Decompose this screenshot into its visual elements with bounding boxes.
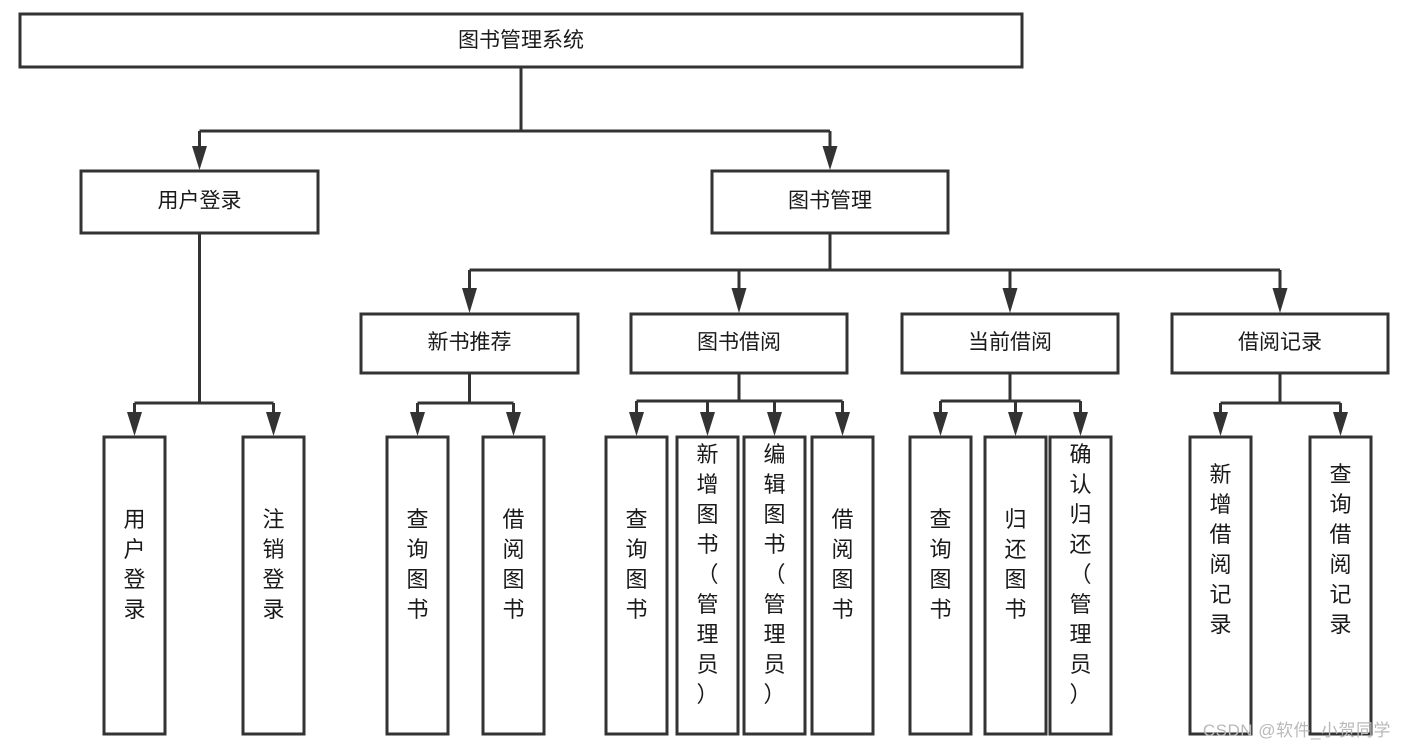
- leaf-node[interactable]: 新增借阅记录: [1188, 435, 1253, 736]
- node-book-borrow-label: 图书借阅: [697, 331, 781, 354]
- leaf-node[interactable]: 查询图书: [604, 435, 669, 736]
- leaf-label: 注销登录: [262, 507, 284, 622]
- node-root-label: 图书管理系统: [458, 29, 584, 52]
- leaf-box: [481, 435, 546, 736]
- leaf-label: 查询借阅记录: [1329, 462, 1351, 637]
- leaf-box: [241, 435, 306, 736]
- leaf-box: [385, 435, 450, 736]
- leaf-box: [810, 435, 875, 736]
- leaf-label: 借阅图书: [831, 507, 853, 622]
- arrow-borrow-to-leaf4: [835, 412, 850, 436]
- leaf-box: [1048, 435, 1113, 736]
- leaf-label: 用户登录: [123, 507, 145, 622]
- arrow-borrow-to-leaf1: [629, 412, 644, 436]
- node-new-book-recommend-box: [359, 312, 580, 375]
- arrow-current-to-leaf3: [1073, 412, 1088, 436]
- leaf-label: 查询图书: [929, 507, 951, 622]
- node-current-borrow-label: 当前借阅: [968, 331, 1052, 354]
- node-borrow-records-label: 借阅记录: [1238, 331, 1322, 354]
- arrow-newbook-to-leaf1: [410, 412, 425, 436]
- node-user-login-box: [79, 169, 320, 235]
- node-book-management[interactable]: 图书管理: [710, 169, 950, 235]
- node-borrow-records[interactable]: 借阅记录: [1170, 312, 1390, 375]
- arrow-newbook-to-leaf2: [506, 412, 521, 436]
- leaf-box: [604, 435, 669, 736]
- arrow-userlogin-to-leaf1: [127, 412, 142, 436]
- node-user-login-label: 用户登录: [158, 190, 242, 213]
- leaf-label: 借阅图书: [502, 507, 524, 622]
- leaf-node[interactable]: 查询借阅记录: [1308, 435, 1373, 736]
- node-book-borrow-box: [629, 312, 849, 375]
- leaf-label: 编辑图书（管理员）: [763, 442, 785, 707]
- node-borrow-records-box: [1170, 312, 1390, 375]
- arrow-borrow-to-leaf2: [700, 412, 715, 436]
- node-new-book-recommend[interactable]: 新书推荐: [359, 312, 580, 375]
- leaf-box: [983, 435, 1048, 736]
- leaf-node[interactable]: 新增图书（管理员）: [675, 435, 740, 736]
- leaf-node[interactable]: 查询图书: [385, 435, 450, 736]
- leaf-node[interactable]: 归还图书: [983, 435, 1048, 736]
- arrow-bookmgmt-to-newbook: [462, 288, 477, 313]
- arrow-borrow-to-leaf3: [767, 412, 782, 436]
- arrow-bookmgmt-to-borrow: [731, 288, 747, 313]
- arrow-root-to-user-login: [192, 146, 207, 170]
- leaf-label: 查询图书: [406, 507, 428, 622]
- leaf-node[interactable]: 确认归还（管理员）: [1048, 435, 1113, 736]
- arrow-records-to-leaf1: [1213, 412, 1228, 436]
- connector-layer: [127, 67, 1348, 436]
- arrow-bookmgmt-to-current: [1002, 288, 1018, 313]
- leaf-node[interactable]: 借阅图书: [481, 435, 546, 736]
- leaf-label: 查询图书: [625, 507, 647, 622]
- node-book-management-box: [710, 169, 950, 235]
- leaf-node[interactable]: 编辑图书（管理员）: [742, 435, 807, 736]
- leaf-label: 新增图书（管理员）: [696, 442, 718, 707]
- arrow-current-to-leaf2: [1008, 412, 1023, 436]
- leaf-box: [675, 435, 740, 736]
- node-root-system[interactable]: 图书管理系统: [18, 12, 1024, 69]
- arrow-root-to-book-mgmt: [822, 146, 838, 170]
- leaf-box: [908, 435, 973, 736]
- node-user-login[interactable]: 用户登录: [79, 169, 320, 235]
- leaf-box: [1308, 435, 1373, 736]
- arrow-bookmgmt-to-records: [1272, 288, 1288, 313]
- leaf-label: 新增借阅记录: [1209, 462, 1231, 637]
- leaf-node[interactable]: 查询图书: [908, 435, 973, 736]
- leaf-box: [1188, 435, 1253, 736]
- node-new-book-recommend-label: 新书推荐: [428, 331, 512, 354]
- arrow-current-to-leaf1: [933, 412, 948, 436]
- leaf-node[interactable]: 注销登录: [241, 435, 306, 736]
- arrow-userlogin-to-leaf2: [266, 412, 281, 436]
- leaf-box: [102, 435, 167, 736]
- node-book-management-label: 图书管理: [788, 190, 872, 213]
- node-current-borrow[interactable]: 当前借阅: [900, 312, 1120, 375]
- leaf-label: 确认归还（管理员）: [1069, 442, 1091, 707]
- node-current-borrow-box: [900, 312, 1120, 375]
- arrow-records-to-leaf2: [1333, 412, 1348, 436]
- leaf-node[interactable]: 用户登录: [102, 435, 167, 736]
- node-root-box: [18, 12, 1024, 69]
- leaf-box: [742, 435, 807, 736]
- leaf-node[interactable]: 借阅图书: [810, 435, 875, 736]
- leaf-label: 归还图书: [1004, 507, 1026, 622]
- node-book-borrow[interactable]: 图书借阅: [629, 312, 849, 375]
